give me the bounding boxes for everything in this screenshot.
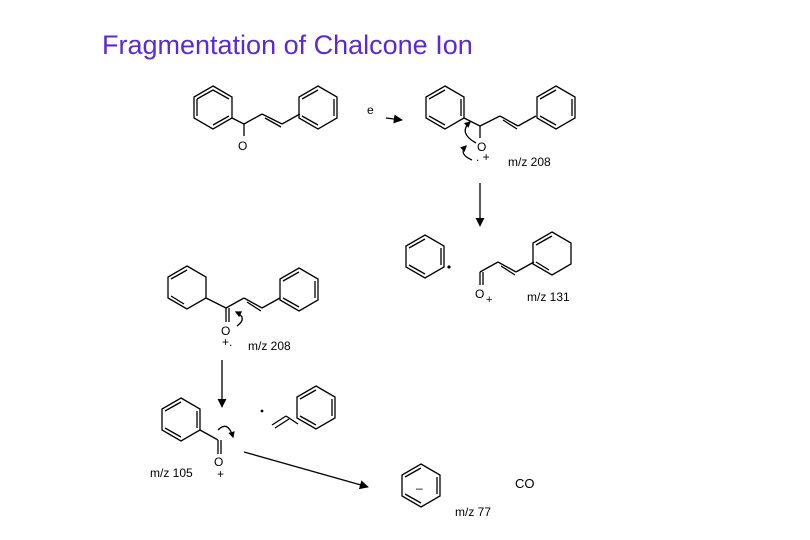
bond: [225, 297, 245, 309]
electron-label: e: [367, 103, 374, 117]
benzene-ring: [296, 385, 336, 430]
bond: [261, 297, 281, 309]
charge-label: +: [217, 467, 224, 481]
bond: [463, 117, 481, 127]
molecular-ion-208-a: [425, 85, 576, 161]
mz-label: m/z 131: [527, 290, 570, 304]
bond: [515, 261, 535, 273]
acylium-ion-131: [479, 231, 572, 285]
charge-label: +: [486, 294, 492, 306]
double-bond: [271, 415, 287, 426]
bond: [231, 117, 245, 125]
bond: [243, 113, 263, 125]
molecular-ion-208-b: [167, 265, 319, 327]
mz-label: m/z 208: [248, 339, 291, 353]
oxygen-label: O: [238, 139, 247, 153]
bond: [517, 115, 537, 127]
benzene-ring: [161, 397, 201, 442]
electron-push-arrow: [463, 121, 477, 144]
oxygen-label: O: [475, 287, 484, 301]
phenyl-cation-77: [401, 463, 441, 508]
reaction-arrow: [243, 451, 369, 490]
mz-label: m/z 105: [150, 466, 193, 480]
benzene-ring: [193, 85, 233, 130]
oxygen-label: O: [221, 324, 230, 338]
oxygen-label: O: [214, 455, 223, 469]
bond: [479, 115, 501, 127]
double-bond: [261, 113, 283, 125]
slide-title: Fragmentation of Chalcone Ion: [102, 30, 473, 60]
bond: [205, 297, 227, 309]
double-bond: [499, 115, 519, 127]
bond: [479, 261, 499, 273]
electron-push-arrow: [460, 145, 473, 161]
cyclohexadiene-ring: [167, 265, 207, 310]
cyclohexadiene-ring: [532, 231, 572, 276]
benzoyl-ion-105: [161, 397, 235, 454]
bond: [285, 415, 299, 425]
electron-push-arrow: [234, 311, 243, 327]
double-bond: [243, 297, 263, 309]
styryl-radical: [260, 385, 336, 430]
mz-label: m/z 208: [508, 155, 551, 169]
mz-label: m/z 77: [455, 505, 491, 519]
chalcone-molecule: [193, 85, 338, 136]
benzene-ring: [279, 267, 319, 312]
benzene-ring: [405, 234, 445, 279]
bond: [281, 113, 301, 125]
electron-push-arrow: [217, 425, 235, 439]
benzene-ring: [425, 85, 465, 130]
charge-label: . +: [476, 150, 490, 164]
benzene-ring: [536, 85, 576, 130]
benzene-ring: [298, 85, 338, 130]
reaction-arrow: [385, 114, 403, 124]
co-label: CO: [515, 476, 535, 491]
charge-label: +.: [222, 335, 232, 349]
double-bond: [497, 261, 517, 273]
charge-label: –: [416, 481, 423, 495]
oxygen-label: O: [477, 140, 486, 154]
phenyl-radical: [405, 234, 451, 279]
benzene-ring: [401, 463, 441, 508]
bond: [199, 429, 219, 441]
